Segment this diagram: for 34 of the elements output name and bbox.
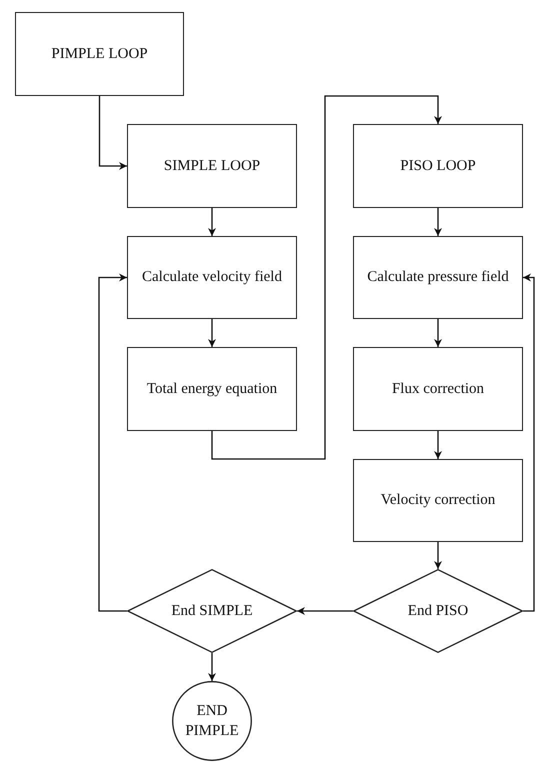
arrow xyxy=(434,542,442,569)
arrow xyxy=(208,208,216,236)
process-box xyxy=(353,459,523,542)
node-label: END PIMPLE xyxy=(184,702,240,741)
decision-diamond xyxy=(353,569,523,653)
node-label: End PISO xyxy=(406,602,470,621)
node-label: Velocity correction xyxy=(380,491,496,510)
decision-diamond xyxy=(127,569,297,653)
terminal-circle xyxy=(172,681,252,761)
arrow xyxy=(434,431,442,459)
node-label: End SIMPLE xyxy=(170,602,254,621)
arrow xyxy=(434,319,442,347)
process-box xyxy=(127,347,297,431)
arrow xyxy=(208,319,216,347)
process-box xyxy=(127,236,297,319)
arrow xyxy=(523,274,535,612)
arrow xyxy=(297,607,353,615)
arrow xyxy=(211,95,442,460)
node-label: PIMPLE LOOP xyxy=(50,44,149,64)
process-box xyxy=(353,236,523,319)
process-box xyxy=(15,12,184,96)
process-box xyxy=(127,124,297,208)
arrow xyxy=(98,96,127,170)
node-label: Flux correction xyxy=(390,380,486,399)
node-label: PISO LOOP xyxy=(399,156,477,176)
process-box xyxy=(353,124,523,208)
arrow xyxy=(434,208,442,236)
node-label: Total energy equation xyxy=(146,380,278,399)
arrow xyxy=(98,274,127,612)
process-box xyxy=(353,347,523,431)
node-label: SIMPLE LOOP xyxy=(162,156,262,176)
node-label: Calculate pressure field xyxy=(366,268,510,288)
arrow xyxy=(208,653,216,681)
node-label: Calculate velocity field xyxy=(141,268,283,288)
